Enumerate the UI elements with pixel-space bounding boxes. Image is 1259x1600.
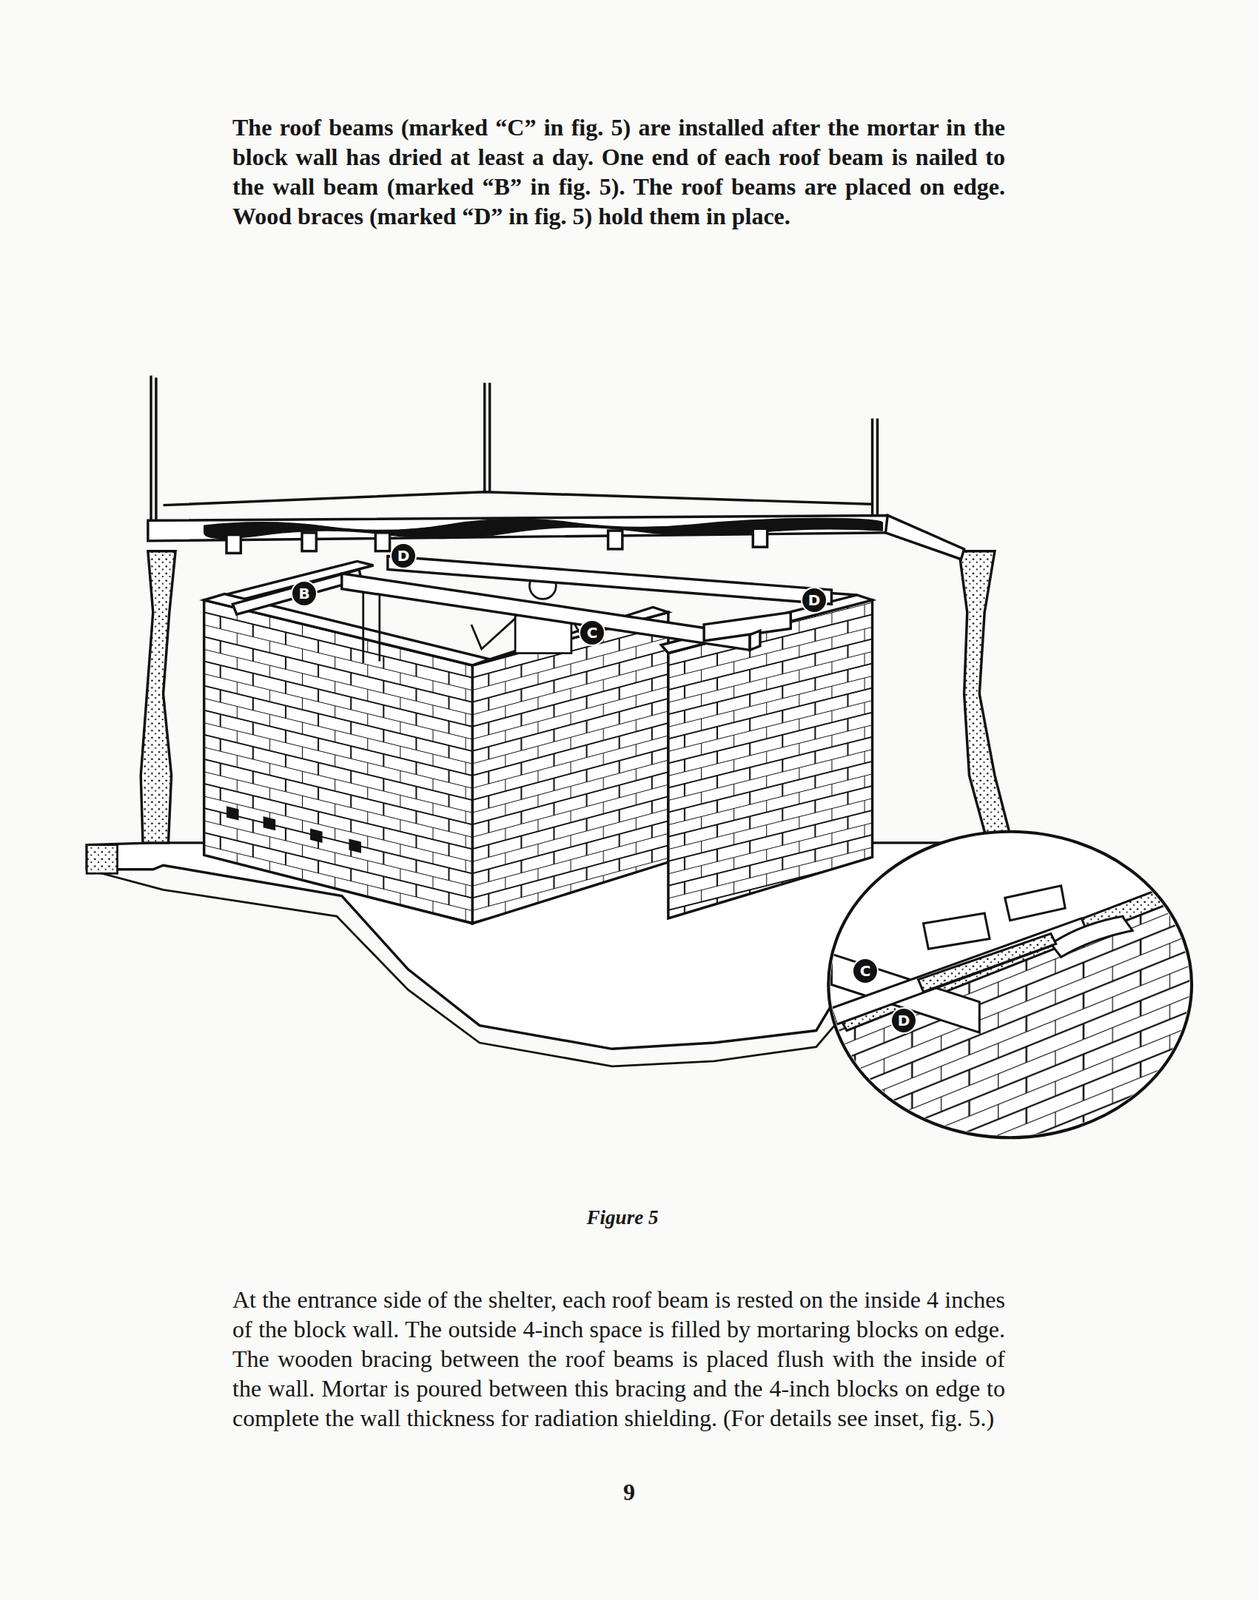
inset-detail <box>826 831 1194 1154</box>
page-number: 9 <box>623 1478 636 1507</box>
block-shelter <box>204 561 873 923</box>
callout-letter: D <box>890 1007 918 1034</box>
callout-letter: B <box>290 580 318 607</box>
callout-letter: D <box>800 586 828 614</box>
figure-caption: Figure 5 <box>586 1206 659 1230</box>
callout-text: D <box>397 548 411 564</box>
upper-floor <box>148 375 965 560</box>
body-paragraph: The roof beams (marked “C” in fig. 5) ar… <box>232 112 1006 231</box>
callout-text: C <box>586 625 599 641</box>
callout-text: C <box>860 963 872 979</box>
callout-text: D <box>897 1013 911 1029</box>
callout-text: D <box>808 592 821 608</box>
callout-letter: C <box>578 619 606 647</box>
callout-letter: C <box>851 957 879 985</box>
roof-beams <box>232 556 832 651</box>
callout-text: B <box>298 586 310 602</box>
callout-letter: D <box>390 542 417 570</box>
body-paragraph: At the entrance side of the shelter, eac… <box>232 1284 1006 1433</box>
